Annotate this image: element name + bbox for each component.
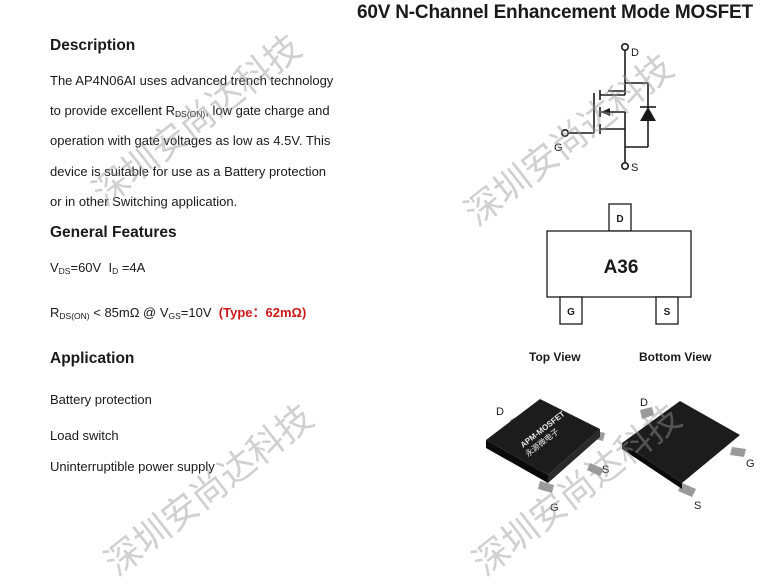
package-pin-s: S [664,307,671,318]
description-line-4: device is suitable for use as a Battery … [50,164,327,179]
description-line-5: or in other Switching application. [50,194,238,209]
page-title: 60V N-Channel Enhancement Mode MOSFET [357,2,753,23]
vds-id-spec: VDS=60V ID =4A [50,260,146,276]
top-view-pin-g: G [550,502,559,514]
watermark: 深圳安尚达科技 [97,396,322,585]
rds-on-spec: RDS(ON) < 85mΩ @ VGS=10V (Type：62mΩ) [50,305,307,321]
body-diode [640,107,656,121]
gate-label: G [554,142,563,154]
application-item: Uninterruptible power supply [50,459,215,474]
source-terminal [621,162,630,171]
description-line-3: operation with gate voltages as low as 4… [50,133,331,148]
package-pin-d: D [616,214,623,225]
description-line-1: The AP4N06AI uses advanced trench techno… [50,73,334,88]
description-line-2: to provide excellent RDS(ON), low gate c… [50,103,330,119]
package-marking-code: A36 [604,257,639,278]
application-item: Load switch [50,428,119,443]
top-view-pin-s: S [602,464,609,476]
package-marking-diagram: D A36 G S [546,203,692,325]
application-item: Battery protection [50,392,152,407]
top-view-label: Top View [529,350,581,364]
bottom-view-label: Bottom View [639,350,712,364]
gate-terminal [560,129,569,138]
description-heading: Description [50,37,136,54]
mosfet-symbol-diagram: D G S [554,43,656,174]
bottom-view-pin-g: G [746,458,755,470]
bottom-view-pin-s: S [694,500,701,512]
top-view-pin-d: D [496,406,504,418]
typical-rds-value: (Type：62mΩ) [218,305,307,320]
drain-label: D [631,47,639,59]
features-heading: General Features [50,224,177,241]
bottom-view-chip: D G S [622,397,755,512]
bottom-view-pin-d: D [640,397,648,409]
top-view-chip: APM-MOSFET 永源微电子 D S G [486,399,609,514]
package-pin-g: G [567,307,575,318]
drain-terminal [621,43,630,52]
application-heading: Application [50,350,135,367]
source-label: S [631,162,638,174]
